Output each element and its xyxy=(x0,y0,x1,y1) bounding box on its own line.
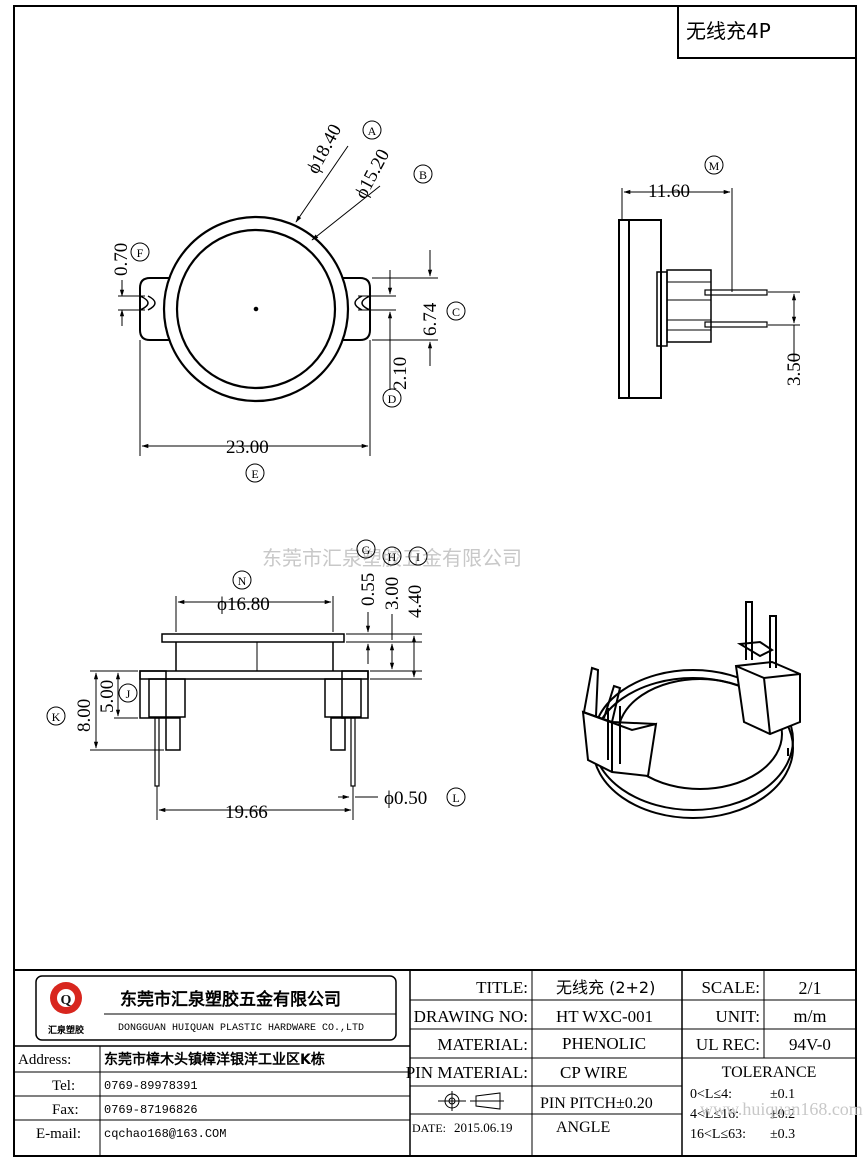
dim-slot-width: 0.70 xyxy=(111,243,132,276)
fax-value: 0769-87196826 xyxy=(104,1103,198,1117)
date-label: DATE: xyxy=(412,1121,446,1135)
label-e: E xyxy=(245,463,265,483)
tol3-range: 16<L≤63: xyxy=(690,1127,746,1142)
tol1-range: 0<L≤4: xyxy=(690,1087,732,1102)
svg-text:A: A xyxy=(368,124,377,138)
svg-text:N: N xyxy=(238,574,247,588)
label-l: L xyxy=(446,787,466,807)
tol3-value: ±0.3 xyxy=(770,1127,795,1142)
title-block xyxy=(14,969,856,1156)
part-title-box: 无线充4P xyxy=(677,5,857,59)
tel-label: Tel: xyxy=(52,1078,75,1094)
svg-text:汇泉塑胶: 汇泉塑胶 xyxy=(48,1024,84,1036)
pin-material-value: CP WIRE xyxy=(560,1063,628,1082)
svg-text:C: C xyxy=(452,305,460,319)
title-value: 无线充 (2+2) xyxy=(556,978,655,997)
side-view xyxy=(618,188,800,399)
svg-text:M: M xyxy=(709,159,720,173)
angle-label: ANGLE xyxy=(556,1119,610,1136)
tol2-value: ±0.2 xyxy=(770,1107,795,1122)
front-view xyxy=(90,596,422,820)
projection-symbol-icon xyxy=(438,1091,504,1111)
svg-text:H: H xyxy=(388,550,397,564)
pin-material-label: PIN MATERIAL: xyxy=(406,1063,528,1082)
sheet-border xyxy=(13,5,857,1157)
drawing-no-label: DRAWING NO: xyxy=(414,1007,528,1026)
dim-440: 4.40 xyxy=(405,585,426,618)
label-i: I xyxy=(408,546,428,566)
dim-500: 5.00 xyxy=(97,680,118,713)
address-label: Address: xyxy=(18,1052,71,1068)
label-m: M xyxy=(704,155,724,175)
dim-800: 8.00 xyxy=(74,699,95,732)
svg-text:J: J xyxy=(126,687,131,701)
svg-text:I: I xyxy=(416,550,420,564)
tol1-value: ±0.1 xyxy=(770,1087,795,1102)
label-n: N xyxy=(232,570,252,590)
tol2-range: 4<L≤16: xyxy=(690,1107,739,1122)
label-d: D xyxy=(382,388,402,408)
pin-pitch: PIN PITCH±0.20 xyxy=(540,1095,653,1112)
watermark-site: www.huiquan168.com xyxy=(700,1099,863,1119)
dim-pin-spacing: 3.50 xyxy=(784,353,805,386)
svg-text:B: B xyxy=(419,168,427,182)
email-value: cqchao168@163.COM xyxy=(104,1127,226,1141)
unit-label: UNIT: xyxy=(716,1007,760,1026)
email-label: E-mail: xyxy=(36,1126,81,1142)
dim-inner-diameter: ϕ15.20 xyxy=(351,146,394,202)
top-view xyxy=(118,145,438,456)
isometric-view xyxy=(581,601,801,819)
title-label: TITLE: xyxy=(476,978,528,997)
svg-text:D: D xyxy=(388,392,397,406)
label-b: B xyxy=(413,164,433,184)
label-j: J xyxy=(118,683,138,703)
label-c: C xyxy=(446,301,466,321)
dim-pin-diameter: ϕ0.50 xyxy=(384,788,427,809)
fax-label: Fax: xyxy=(52,1102,79,1118)
dim-total-width: 23.00 xyxy=(226,437,269,458)
dim-055: 0.55 xyxy=(358,573,379,606)
company-name-cn: 东莞市汇泉塑胶五金有限公司 xyxy=(120,989,341,1010)
svg-text:L: L xyxy=(452,791,459,805)
svg-text:Q: Q xyxy=(61,993,72,1008)
unit-value: m/m xyxy=(793,1006,826,1026)
material-label: MATERIAL: xyxy=(437,1035,528,1054)
date-value: 2015.06.19 xyxy=(454,1120,513,1135)
label-h: H xyxy=(382,546,402,566)
drawing-no-value: HT WXC-001 xyxy=(556,1007,653,1026)
label-f: F xyxy=(130,242,150,262)
svg-text:G: G xyxy=(362,543,371,557)
material-value: PHENOLIC xyxy=(562,1034,646,1053)
label-a: A xyxy=(362,120,382,140)
tel-value: 0769-89978391 xyxy=(104,1079,198,1093)
dim-flange-height: 6.74 xyxy=(420,302,441,336)
dim-outer-diameter: ϕ18.40 xyxy=(303,121,346,177)
label-g: G xyxy=(356,539,376,559)
watermark-company: 东莞市汇泉塑胶五金有限公司 xyxy=(262,546,522,570)
ul-rec-label: UL REC: xyxy=(696,1035,760,1054)
dim-300: 3.00 xyxy=(382,577,403,610)
company-logo: Q 汇泉塑胶 xyxy=(48,982,84,1036)
dim-depth: 11.60 xyxy=(648,181,690,202)
address-value: 东莞市樟木头镇樟洋银洋工业区K栋 xyxy=(104,1051,325,1068)
scale-label: SCALE: xyxy=(701,978,760,997)
tolerance-label: TOLERANCE xyxy=(722,1064,817,1081)
company-name-en: DONGGUAN HUIQUAN PLASTIC HARDWARE CO.,LT… xyxy=(118,1023,364,1034)
label-k: K xyxy=(46,706,66,726)
svg-text:E: E xyxy=(251,467,258,481)
dim-flange-diameter: ϕ16.80 xyxy=(217,594,270,615)
svg-text:K: K xyxy=(52,710,61,724)
part-title: 无线充4P xyxy=(686,19,771,43)
svg-text:F: F xyxy=(137,246,144,260)
dim-slot-spacing: 2.10 xyxy=(390,357,411,390)
dim-pin-pitch: 19.66 xyxy=(225,802,268,823)
scale-value: 2/1 xyxy=(798,978,821,998)
ul-rec-value: 94V-0 xyxy=(789,1035,831,1054)
